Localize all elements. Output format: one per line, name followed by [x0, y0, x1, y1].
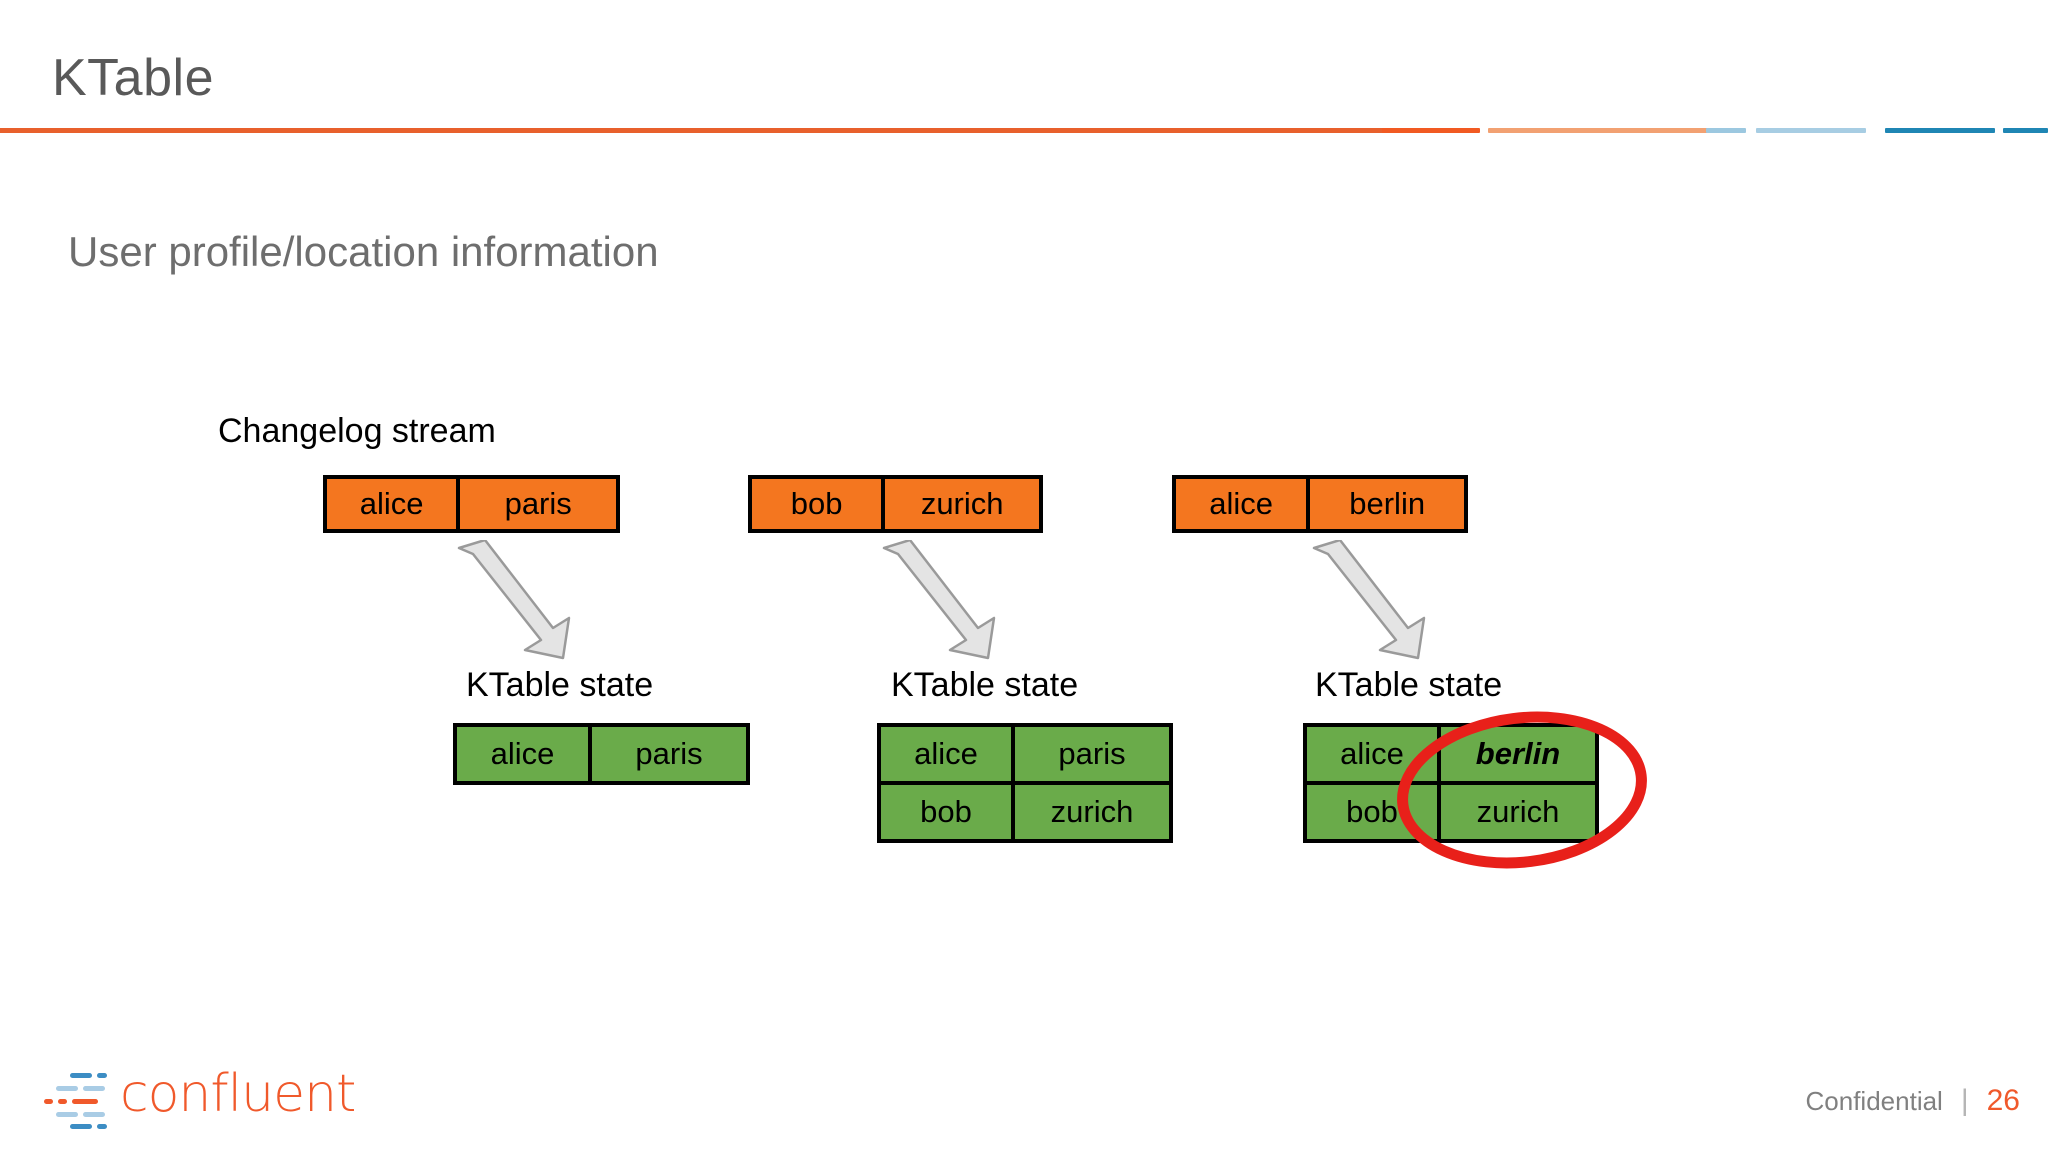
flow-arrow-2 — [882, 540, 996, 660]
decor-segment-orange-light — [1488, 128, 1728, 133]
decor-segment-blue-light-long — [1756, 128, 1866, 133]
flow-arrow-3 — [1312, 540, 1426, 660]
state-key: alice — [457, 727, 588, 781]
confidential-label: Confidential — [1805, 1085, 1943, 1116]
state-value: paris — [1011, 727, 1169, 781]
confluent-logo: confluent — [44, 1064, 356, 1130]
changelog-record-1: alice paris — [323, 475, 620, 533]
changelog-record-2: bob zurich — [748, 475, 1043, 533]
decor-segment-orange-dark — [1382, 128, 1480, 133]
record-key: bob — [752, 479, 882, 529]
decor-segment-blue-dark-short — [2003, 128, 2048, 133]
record-value: paris — [456, 479, 616, 529]
confluent-wordmark: confluent — [120, 1064, 356, 1124]
slide-subtitle: User profile/location information — [68, 228, 659, 275]
table-row: alice paris — [881, 727, 1169, 781]
table-row: bob zurich — [881, 781, 1169, 839]
state-value: zurich — [1437, 785, 1595, 839]
footer-divider: | — [1960, 1084, 1969, 1117]
footer-meta: Confidential | 26 — [1806, 1084, 2020, 1118]
record-value: zurich — [881, 479, 1039, 529]
ktable-state-1: alice paris — [453, 723, 750, 785]
record-key: alice — [1176, 479, 1307, 529]
state-key: alice — [881, 727, 1011, 781]
changelog-record-3: alice berlin — [1172, 475, 1468, 533]
state-value: paris — [588, 727, 746, 781]
state-key: bob — [881, 785, 1011, 839]
decor-segment-blue-dark-long — [1885, 128, 1995, 133]
table-row: alice paris — [457, 727, 746, 781]
ktable-state-label-3: KTable state — [1315, 666, 1503, 704]
record-key: alice — [327, 479, 457, 529]
confluent-logomark-icon — [44, 1073, 107, 1129]
ktable-state-label-2: KTable state — [891, 666, 1079, 704]
flow-arrow-1 — [457, 540, 571, 660]
title-underline-rule — [0, 128, 1455, 133]
state-value: zurich — [1011, 785, 1169, 839]
ktable-state-2: alice paris bob zurich — [877, 723, 1173, 843]
page-title: KTable — [52, 49, 214, 107]
page-number: 26 — [1986, 1084, 2020, 1117]
decor-segment-blue-light-short — [1706, 128, 1746, 133]
ktable-state-label-1: KTable state — [466, 666, 654, 704]
changelog-stream-label: Changelog stream — [218, 412, 496, 450]
record-value: berlin — [1306, 479, 1464, 529]
highlight-ellipse-icon — [1397, 711, 1647, 869]
